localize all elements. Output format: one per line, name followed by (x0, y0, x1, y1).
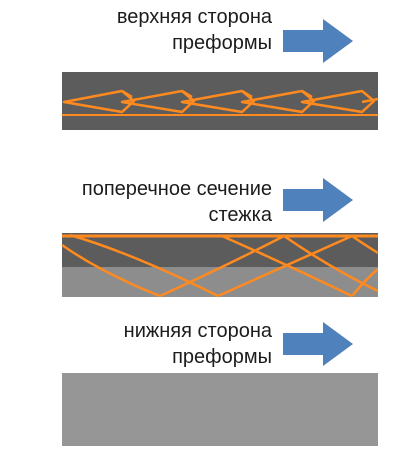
right-arrow-icon (283, 322, 353, 366)
caption-line: преформы (172, 32, 272, 54)
bottom-surface-diagram (62, 373, 378, 446)
stitch-loops (62, 89, 378, 114)
caption-line: стежка (208, 204, 272, 226)
preform-bottom-view (62, 373, 378, 446)
preform-lower-layer (62, 267, 378, 297)
preform-upper-layer (62, 233, 378, 267)
preform-bottom-surface (62, 373, 378, 446)
stitch-arcs (62, 233, 378, 297)
caption-line: преформы (172, 346, 272, 368)
preform-top-view (62, 72, 378, 130)
caption-line: верхняя сторона (116, 6, 272, 28)
right-arrow-icon (283, 19, 353, 63)
cross-section-diagram (62, 233, 378, 297)
caption-line: поперечное сечение (81, 178, 272, 200)
preform-cross-section (62, 233, 378, 297)
top-stitch-diagram (62, 72, 378, 130)
caption-line: нижняя сторона (123, 320, 272, 342)
caption-bottom-side: нижняя сторона преформы (124, 318, 272, 370)
preform-top-surface (62, 72, 378, 130)
caption-cross-section: поперечное сечение стежка (82, 176, 272, 228)
right-arrow-icon (283, 178, 353, 222)
caption-top-side: верхняя сторона преформы (117, 4, 272, 56)
